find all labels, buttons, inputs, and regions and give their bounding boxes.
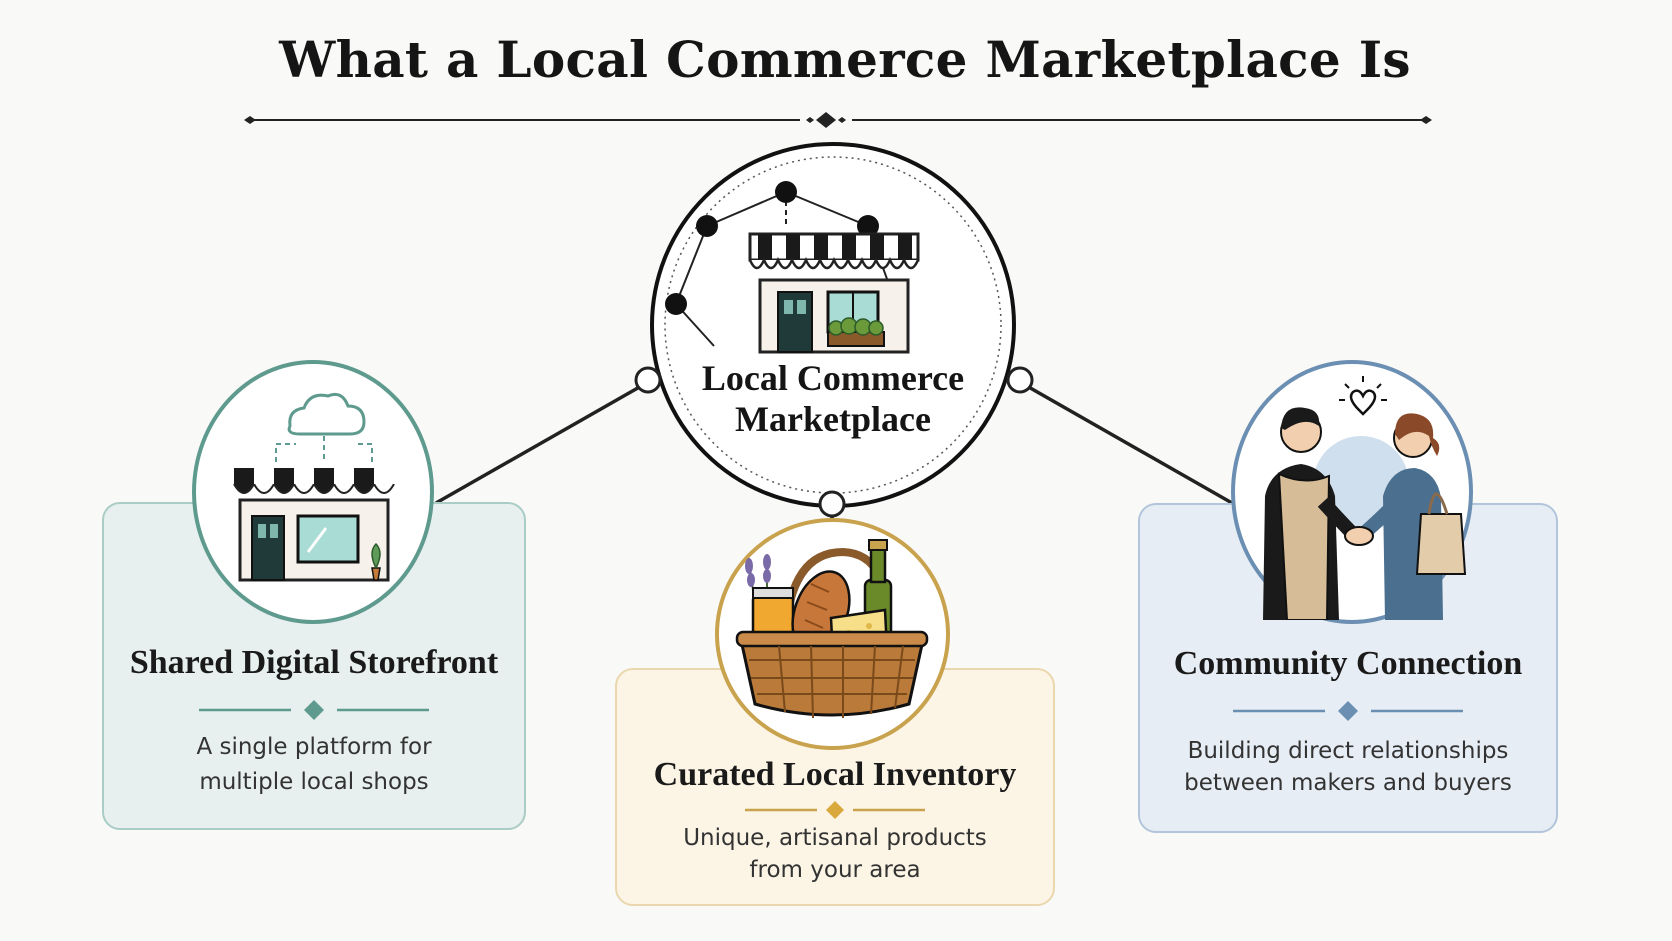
title-divider xyxy=(244,112,1432,128)
card-description: Building direct relationships between ma… xyxy=(1184,738,1512,796)
card-title: Curated Local Inventory xyxy=(653,756,1017,793)
card-divider xyxy=(745,801,925,819)
cloud-storefront-icon xyxy=(192,360,434,624)
card-title: Shared Digital Storefront xyxy=(129,644,499,681)
card-title: Community Connection xyxy=(1173,645,1523,682)
card-divider xyxy=(199,700,429,720)
center-marketplace-node: Local Commerce Marketplace xyxy=(650,142,1016,508)
handshake-icon xyxy=(1231,360,1473,624)
center-label: Local Commerce Marketplace xyxy=(701,358,965,439)
card-divider xyxy=(1233,701,1463,721)
produce-basket-icon xyxy=(715,518,950,750)
card-description: A single platform for multiple local sho… xyxy=(196,734,432,795)
page-title: What a Local Commerce Marketplace Is xyxy=(279,30,1411,89)
card-description: Unique, artisanal products from your are… xyxy=(683,825,987,883)
